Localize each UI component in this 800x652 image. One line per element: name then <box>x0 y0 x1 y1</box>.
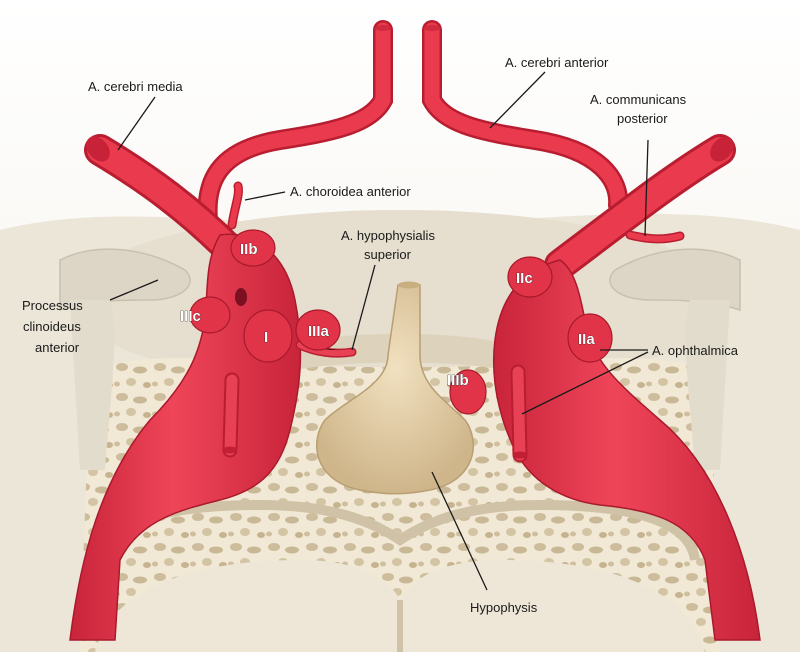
segment-IIIc: IIIc <box>180 308 201 325</box>
bulge-IIIc <box>189 296 231 334</box>
bulge-I <box>243 309 293 363</box>
segment-IIa: IIa <box>578 331 595 348</box>
hatched-spot <box>235 288 247 306</box>
segment-IIb: IIb <box>240 241 258 258</box>
label-hypophysialis-1: A. hypophysialis <box>341 228 435 243</box>
label-cerebri-anterior: A. cerebri anterior <box>505 55 609 70</box>
bulge-IIc <box>507 256 553 298</box>
label-processus-1: Processus <box>22 298 83 313</box>
hypophysis-stalk-and-gland <box>316 284 474 495</box>
artery-tree <box>84 20 736 281</box>
label-hypophysis: Hypophysis <box>470 600 538 615</box>
bulge-IIIa <box>295 309 341 351</box>
infundibulum-top <box>398 281 420 289</box>
segment-I: I <box>264 329 268 346</box>
label-choroidea: A. choroidea anterior <box>290 184 411 199</box>
leader-lines <box>109 71 649 591</box>
bulge-IIb <box>230 229 276 267</box>
label-cerebri-media: A. cerebri media <box>88 79 183 94</box>
segment-IIIb: IIIb <box>447 372 469 389</box>
bulge-IIIb <box>449 369 487 415</box>
label-ophthalmica: A. ophthalmica <box>652 343 739 358</box>
label-communicans-1: A. communicans <box>590 92 687 107</box>
segment-IIIa: IIIa <box>308 323 330 340</box>
label-hypophysialis-2: superior <box>364 247 412 262</box>
label-processus-3: anterior <box>35 340 80 355</box>
lateral-wall-left <box>70 300 115 470</box>
label-communicans-2: posterior <box>617 111 668 126</box>
label-processus-2: clinoideus <box>23 319 81 334</box>
segment-IIc: IIc <box>516 270 533 287</box>
lateral-wall-right <box>685 300 730 470</box>
